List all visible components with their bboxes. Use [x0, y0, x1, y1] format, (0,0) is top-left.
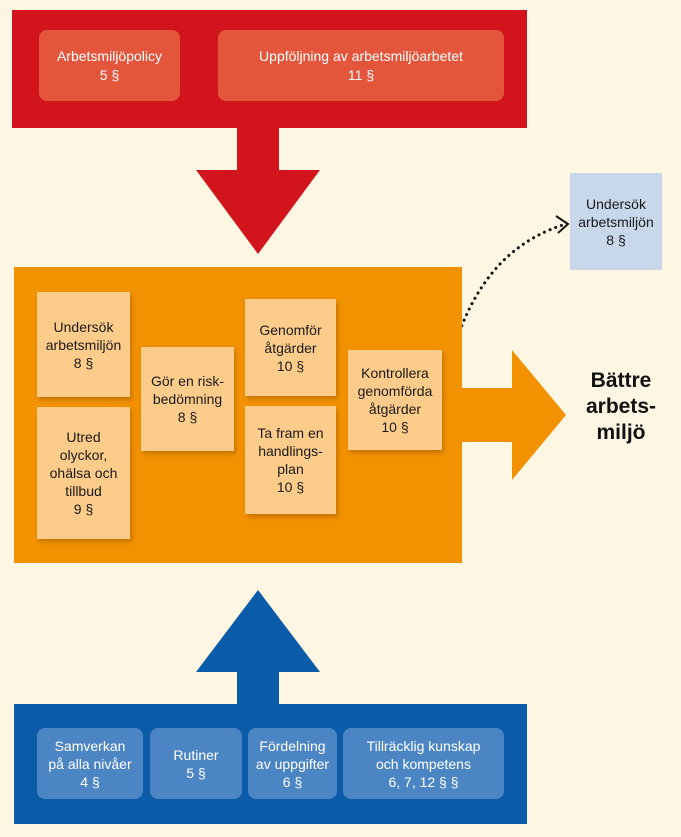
note-line: genomförda	[357, 383, 433, 399]
box-line: Samverkan	[54, 737, 126, 754]
note-action-plan: Ta fram en handlings- plan 10 §	[245, 406, 336, 514]
box-line: 6, 7, 12 § §	[388, 773, 459, 790]
note-line: 10 §	[276, 479, 305, 495]
note-line: ohälsa och	[49, 465, 118, 481]
orange-right-arrow	[462, 350, 566, 480]
note-line: Gör en risk-	[150, 373, 225, 389]
note-investigate: Undersök arbetsmiljön 8 §	[37, 292, 130, 397]
note-risk-assessment: Gör en risk- bedömning 8 §	[141, 347, 234, 451]
box-line: på alla nivåer	[48, 755, 132, 772]
box-line: 4 §	[80, 773, 100, 790]
followup-label: Uppföljning av arbetsmiljöarbetet	[259, 47, 463, 64]
side-note-investigate: Undersök arbetsmiljön 8 §	[570, 173, 662, 270]
note-check: Kontrollera genomförda åtgärder 10 §	[348, 350, 442, 450]
box-line: av uppgifter	[255, 755, 330, 772]
note-line: handlings-	[258, 443, 323, 459]
note-line: Genomför	[259, 321, 322, 338]
note-line: åtgärder	[264, 339, 317, 356]
side-note-line: arbetsmiljön	[578, 213, 654, 230]
note-line: Utred	[66, 429, 101, 445]
note-accidents: Utred olyckor, ohälsa och tillbud 9 §	[37, 407, 130, 539]
note-line: 9 §	[73, 501, 94, 517]
policy-label: Arbetsmiljöpolicy	[56, 47, 163, 64]
note-implement: Genomför åtgärder 10 §	[245, 299, 336, 396]
side-note-line: Undersök	[586, 195, 646, 212]
result-line: arbets-	[585, 395, 657, 418]
routines-box: Rutiner 5 §	[150, 728, 242, 799]
note-line: Undersök	[53, 318, 114, 335]
note-line: 8 §	[73, 354, 94, 371]
dotted-curve-arrowhead	[555, 215, 570, 234]
note-line: Kontrollera	[361, 365, 429, 381]
note-line: 10 §	[381, 419, 409, 435]
result-text: Bättre arbets- miljö	[566, 368, 676, 446]
followup-ref: 11 §	[347, 66, 375, 83]
note-line: arbetsmiljön	[45, 336, 122, 353]
policy-ref: 5 §	[99, 66, 120, 83]
result-line: miljö	[596, 421, 646, 444]
note-line: åtgärder	[368, 401, 422, 417]
followup-box: Uppföljning av arbetsmiljöarbetet 11 §	[218, 30, 504, 101]
box-line: Tillräcklig kunskap	[366, 737, 481, 754]
note-line: olyckor,	[59, 447, 108, 463]
note-line: 8 §	[177, 409, 198, 425]
blue-up-arrow	[196, 590, 320, 704]
note-line: 10 §	[276, 357, 305, 374]
note-line: Ta fram en	[257, 425, 324, 441]
note-line: tillbud	[65, 483, 102, 499]
box-line: Fördelning	[259, 737, 326, 754]
side-note-line: 8 §	[606, 231, 626, 248]
box-line: 6 §	[282, 773, 303, 790]
box-line: 5 §	[186, 764, 206, 781]
note-line: bedömning	[152, 391, 223, 407]
result-line: Bättre	[590, 369, 652, 392]
note-line: plan	[277, 461, 304, 477]
cooperation-box: Samverkan på alla nivåer 4 §	[37, 728, 143, 799]
competence-box: Tillräcklig kunskap och kompetens 6, 7, …	[343, 728, 504, 799]
red-down-arrow	[196, 128, 320, 254]
task-distribution-box: Fördelning av uppgifter 6 §	[248, 728, 337, 799]
box-line: Rutiner	[173, 746, 219, 763]
policy-box: Arbetsmiljöpolicy 5 §	[39, 30, 180, 101]
box-line: och kompetens	[376, 755, 471, 772]
